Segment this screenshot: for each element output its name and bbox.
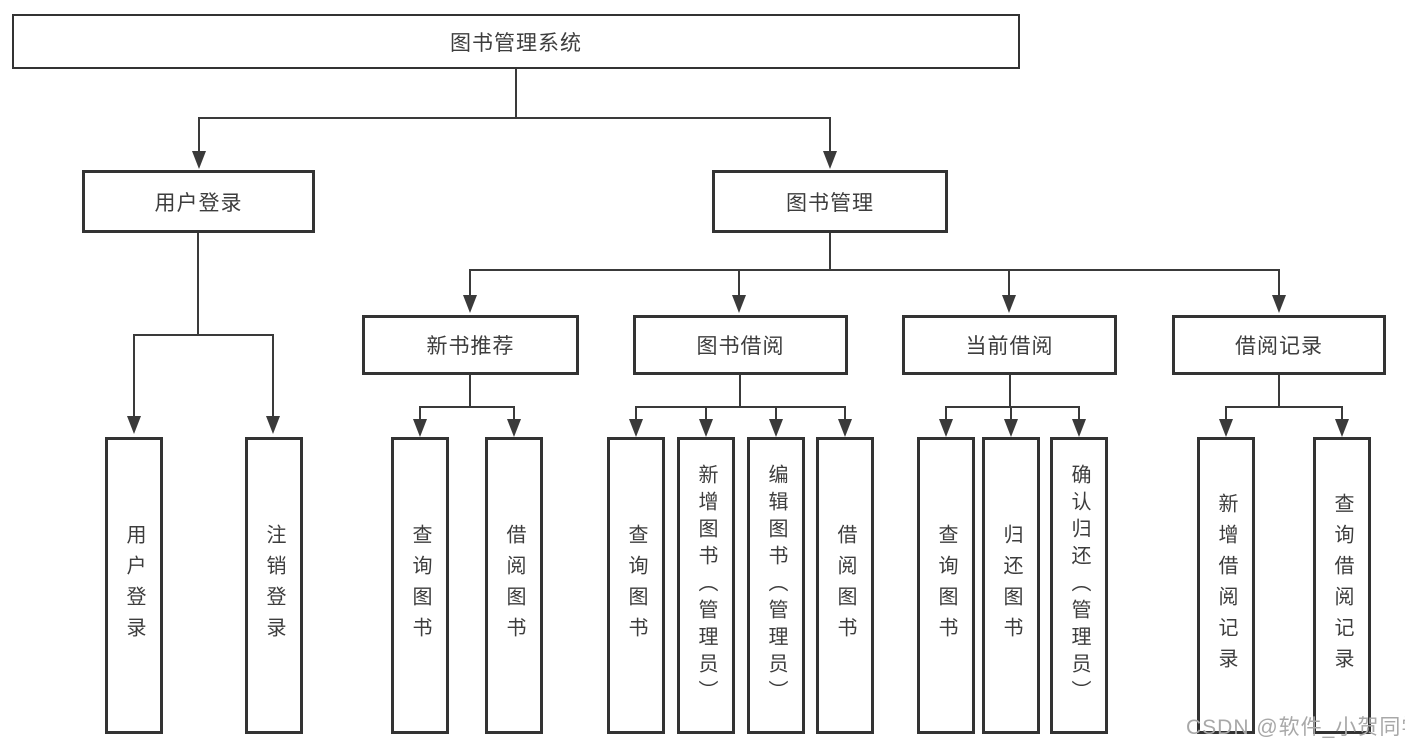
arrow-down-icon (1072, 419, 1086, 437)
connector-line (133, 334, 135, 417)
node-book-management: 图书管理 (712, 170, 948, 233)
connector-line (775, 406, 777, 420)
node-label: 图书管理 (786, 191, 874, 215)
leaf-logout: 注销登录 (245, 437, 303, 734)
arrow-down-icon (1335, 419, 1349, 437)
connector-line (945, 406, 947, 420)
arrow-down-icon (507, 419, 521, 437)
leaf-label: 注销登录 (263, 523, 285, 648)
connector-line (738, 269, 740, 296)
arrow-down-icon (1219, 419, 1233, 437)
leaf-user-login: 用户登录 (105, 437, 163, 734)
arrow-down-icon (1002, 295, 1016, 313)
connector-line (469, 269, 1280, 271)
connector-line (133, 334, 274, 336)
connector-line (419, 406, 421, 420)
node-new-book-recommendation: 新书推荐 (362, 315, 579, 375)
arrow-down-icon (413, 419, 427, 437)
connector-line (272, 334, 274, 417)
connector-line (515, 69, 517, 118)
leaf-add-books-admin: 新增图书（管理员） (677, 437, 735, 734)
connector-line (469, 269, 471, 296)
arrow-down-icon (699, 419, 713, 437)
node-label: 当前借阅 (965, 335, 1054, 358)
leaf-label: 用户登录 (123, 523, 145, 648)
connector-line (1225, 406, 1343, 408)
leaf-label: 借阅图书 (503, 523, 525, 648)
connector-line (635, 406, 846, 408)
node-library-management-system: 图书管理系统 (12, 14, 1020, 69)
connector-line (1341, 406, 1343, 420)
connector-line (513, 406, 515, 420)
leaf-query-borrow-record: 查询借阅记录 (1313, 437, 1371, 734)
leaf-label: 查询借阅记录 (1331, 492, 1353, 679)
connector-line (705, 406, 707, 420)
leaf-edit-books-admin: 编辑图书（管理员） (747, 437, 805, 734)
connector-line (198, 117, 200, 152)
node-borrowing-records: 借阅记录 (1172, 315, 1386, 375)
node-label: 图书管理系统 (450, 31, 582, 55)
arrow-down-icon (629, 419, 643, 437)
leaf-label: 归还图书 (1000, 523, 1022, 648)
leaf-query-books: 查询图书 (391, 437, 449, 734)
node-label: 新书推荐 (426, 335, 515, 358)
node-book-borrowing: 图书借阅 (633, 315, 848, 375)
leaf-label: 查询图书 (935, 523, 957, 648)
leaf-label: 确认归还（管理员） (1068, 464, 1090, 707)
arrow-down-icon (732, 295, 746, 313)
csdn-watermark: CSDN @软件_小贺同学 (1186, 716, 1405, 739)
connector-line (844, 406, 846, 420)
arrow-down-icon (1004, 419, 1018, 437)
arrow-down-icon (463, 295, 477, 313)
connector-line (1078, 406, 1080, 420)
node-label: 图书借阅 (696, 335, 785, 358)
leaf-label: 查询图书 (625, 523, 647, 648)
connector-line (1008, 269, 1010, 296)
leaf-add-borrow-record: 新增借阅记录 (1197, 437, 1255, 734)
arrow-down-icon (266, 416, 280, 434)
leaf-label: 编辑图书（管理员） (765, 464, 787, 707)
leaf-borrow-books: 借阅图书 (485, 437, 543, 734)
leaf-label: 新增图书（管理员） (695, 464, 717, 707)
arrow-down-icon (1272, 295, 1286, 313)
connector-line (1278, 375, 1280, 408)
connector-line (419, 406, 515, 408)
leaf-return-books: 归还图书 (982, 437, 1040, 734)
leaf-borrow-books: 借阅图书 (816, 437, 874, 734)
connector-line (198, 117, 831, 119)
connector-line (739, 375, 741, 408)
node-label: 用户登录 (154, 191, 243, 215)
connector-line (1010, 406, 1012, 420)
leaf-label: 借阅图书 (834, 523, 856, 648)
connector-line (829, 117, 831, 152)
arrow-down-icon (838, 419, 852, 437)
leaf-label: 新增借阅记录 (1215, 492, 1237, 679)
connector-line (1009, 375, 1011, 408)
leaf-query-books: 查询图书 (917, 437, 975, 734)
connector-line (635, 406, 637, 420)
connector-line (197, 233, 199, 336)
arrow-down-icon (192, 151, 206, 169)
leaf-query-books: 查询图书 (607, 437, 665, 734)
node-user-login: 用户登录 (82, 170, 315, 233)
node-current-borrowing: 当前借阅 (902, 315, 1117, 375)
connector-line (829, 233, 831, 271)
connector-line (1278, 269, 1280, 296)
arrow-down-icon (823, 151, 837, 169)
connector-line (1225, 406, 1227, 420)
connector-line (469, 375, 471, 408)
leaf-label: 查询图书 (409, 523, 431, 648)
leaf-confirm-return-admin: 确认归还（管理员） (1050, 437, 1108, 734)
connector-line (945, 406, 1080, 408)
arrow-down-icon (939, 419, 953, 437)
node-label: 借阅记录 (1235, 335, 1323, 358)
arrow-down-icon (769, 419, 783, 437)
arrow-down-icon (127, 416, 141, 434)
